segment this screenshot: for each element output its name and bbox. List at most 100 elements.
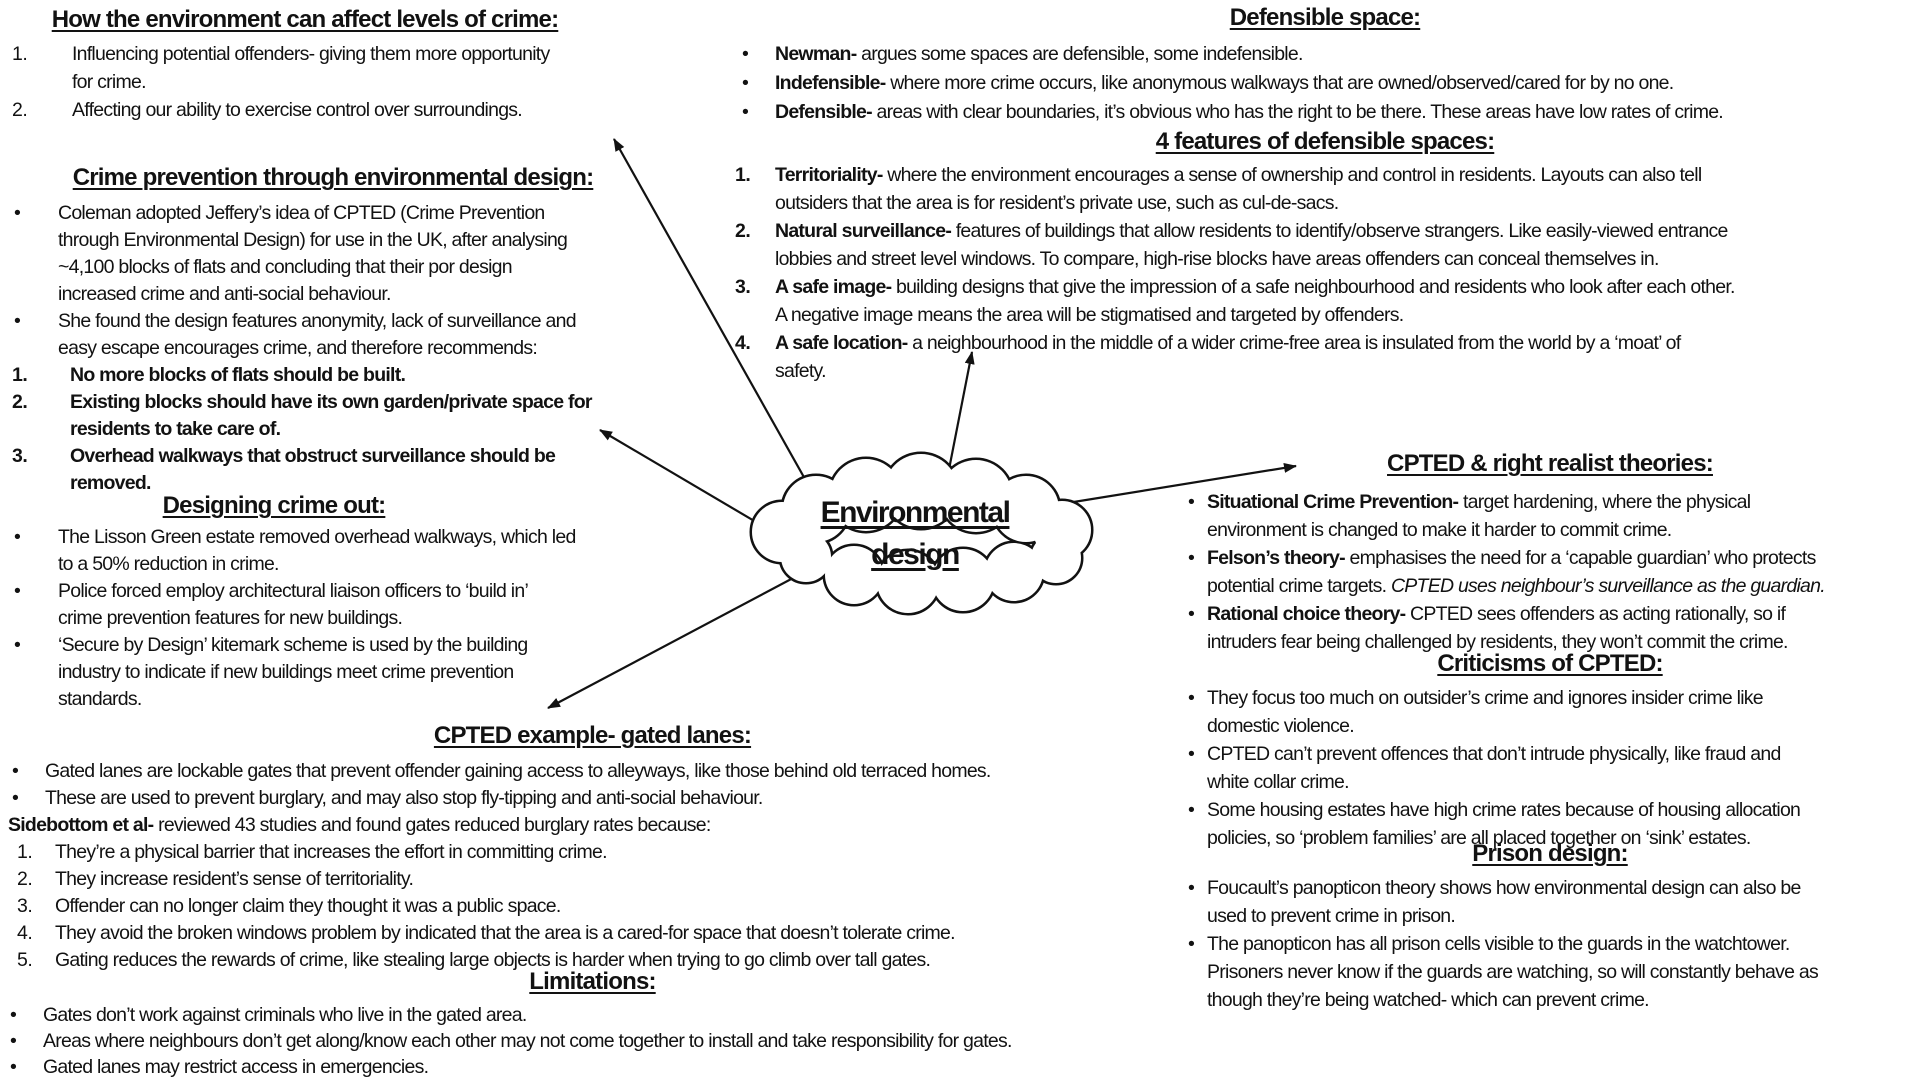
item-text: ‘Secure by Design’ kitemark scheme is us… (58, 634, 528, 710)
item-text: Offender can no longer claim they though… (55, 895, 561, 917)
definition: argues some spaces are defensible, some … (856, 43, 1303, 65)
item-text: No more blocks of flats should be built. (70, 364, 406, 386)
heading-prison: Prison design: (1472, 840, 1628, 867)
bullet-marker: • (14, 202, 21, 224)
item-text: Rational choice theory- CPTED sees offen… (1207, 600, 1788, 656)
lead-text: reviewed 43 studies and found gates redu… (153, 814, 711, 836)
definition: a neighbourhood in the middle of a wider… (775, 332, 1681, 382)
bullet-marker: • (1188, 799, 1195, 821)
term: Situational Crime Prevention- (1207, 491, 1459, 513)
item-text: They increase resident’s sense of territ… (55, 868, 414, 890)
item-text: Situational Crime Prevention- target har… (1207, 488, 1751, 544)
item-text: They focus too much on outsider’s crime … (1207, 687, 1764, 737)
term: Natural surveillance- (775, 220, 952, 242)
heading-limitations: Limitations: (529, 968, 656, 995)
term: Defensible- (775, 101, 873, 123)
item-text: Influencing potential offenders- giving … (72, 43, 550, 93)
emphasis-text: CPTED uses neighbour’s surveillance as t… (1390, 575, 1826, 597)
item-number: 2. (17, 868, 33, 890)
item-text: These are used to prevent burglary, and … (45, 787, 763, 809)
bullet-marker: • (1188, 933, 1195, 955)
item-number: 1. (735, 164, 751, 186)
bullet-marker: • (10, 1030, 17, 1052)
item-number: 3. (12, 445, 28, 467)
list-item: 4. They avoid the broken windows problem… (17, 920, 1197, 947)
term: Newman- (775, 43, 857, 65)
list-item: • They focus too much on outsider’s crim… (1188, 684, 1918, 740)
list-item: • Indefensible- where more crime occurs,… (742, 69, 1914, 98)
bullet-marker: • (14, 526, 21, 548)
list-item: • Foucault’s panopticon theory shows how… (1188, 874, 1918, 930)
item-text: Foucault’s panopticon theory shows how e… (1207, 877, 1801, 927)
list-item: 1. No more blocks of flats should be bui… (12, 362, 657, 389)
bullet-marker: • (1188, 547, 1195, 569)
list-item: 4. A safe location- a neighbourhood in t… (735, 329, 1915, 385)
heading-features: 4 features of defensible spaces: (1155, 128, 1495, 155)
list-item: • These are used to prevent burglary, an… (12, 785, 1192, 812)
item-text: Defensible- areas with clear boundaries,… (775, 98, 1724, 127)
list-item: • The Lisson Green estate removed overhe… (14, 524, 659, 578)
list-item: • The panopticon has all prison cells vi… (1188, 930, 1918, 1014)
item-number: 4. (17, 922, 33, 944)
list-item: • Gated lanes may restrict access in eme… (10, 1054, 1190, 1080)
heading-criticisms: Criticisms of CPTED: (1437, 650, 1663, 677)
item-text: A safe image- building designs that give… (775, 273, 1735, 329)
definition: building designs that give the impressio… (775, 276, 1735, 326)
bullet-marker: • (10, 1004, 17, 1026)
item-number: 3. (17, 895, 33, 917)
term: Felson’s theory- (1207, 547, 1346, 569)
item-number: 2. (12, 391, 28, 413)
item-text: Felson’s theory- emphasises the need for… (1207, 544, 1826, 600)
gated-reasons: 1. They’re a physical barrier that incre… (17, 839, 1197, 974)
heading-designing: Designing crime out: (162, 492, 387, 519)
definition: target hardening, where the physical env… (1207, 491, 1751, 541)
definition: areas with clear boundaries, it’s obviou… (871, 101, 1724, 123)
cpted-recommendations: 1. No more blocks of flats should be bui… (12, 362, 657, 497)
item-text: Newman- argues some spaces are defensibl… (775, 40, 1303, 69)
item-text: CPTED can’t prevent offences that don’t … (1207, 743, 1781, 793)
list-item: • Situational Crime Prevention- target h… (1188, 488, 1918, 544)
item-text: Existing blocks should have its own gard… (70, 391, 592, 440)
item-text: Territoriality- where the environment en… (775, 161, 1702, 217)
list-item: 3. Overhead walkways that obstruct surve… (12, 443, 657, 497)
bullet-marker: • (14, 580, 21, 602)
gated-lead-line: Sidebottom et al- reviewed 43 studies an… (8, 812, 711, 839)
definition: CPTED sees offenders as acting rationall… (1207, 603, 1788, 653)
term: A safe image- (775, 276, 892, 298)
heading-defensible: Defensible space: (1229, 4, 1421, 31)
study-name: Sidebottom et al- (8, 814, 154, 836)
list-item: 3. Offender can no longer claim they tho… (17, 893, 1197, 920)
item-number: 3. (735, 276, 751, 298)
list-item: • Some housing estates have high crime r… (1188, 796, 1918, 852)
criticisms-bullets: • They focus too much on outsider’s crim… (1188, 684, 1918, 852)
list-item: 2. Affecting our ability to exercise con… (12, 96, 657, 124)
item-text: Some housing estates have high crime rat… (1207, 799, 1801, 849)
defensible-bullets: • Newman- argues some spaces are defensi… (742, 40, 1914, 127)
term: A safe location- (775, 332, 908, 354)
item-text: Gates don’t work against criminals who l… (43, 1004, 527, 1026)
list-item: • Felson’s theory- emphasises the need f… (1188, 544, 1918, 600)
bullet-marker: • (14, 634, 21, 656)
list-item: 3. A safe image- building designs that g… (735, 273, 1915, 329)
item-number: 4. (735, 332, 751, 354)
bullet-marker: • (14, 310, 21, 332)
heading-cpted: Crime prevention through environmental d… (72, 164, 594, 191)
heading-theories: CPTED & right realist theories: (1387, 450, 1714, 477)
item-text: Gated lanes are lockable gates that prev… (45, 760, 991, 782)
bullet-marker: • (742, 72, 749, 94)
bullet-marker: • (12, 760, 19, 782)
list-item: 2. They increase resident’s sense of ter… (17, 866, 1197, 893)
prison-bullets: • Foucault’s panopticon theory shows how… (1188, 874, 1918, 1014)
list-item: 5. Gating reduces the rewards of crime, … (17, 947, 1197, 974)
item-number: 1. (17, 841, 33, 863)
features-list: 1. Territoriality- where the environment… (735, 161, 1915, 385)
definition: where more crime occurs, like anonymous … (885, 72, 1674, 94)
designing-bullets: • The Lisson Green estate removed overhe… (14, 524, 659, 713)
heading-affect: How the environment can affect levels of… (51, 6, 559, 33)
item-text: Overhead walkways that obstruct surveill… (70, 445, 556, 494)
definition: where the environment encourages a sense… (775, 164, 1702, 214)
bullet-marker: • (1188, 491, 1195, 513)
list-item: • Gated lanes are lockable gates that pr… (12, 758, 1192, 785)
theories-bullets: • Situational Crime Prevention- target h… (1188, 488, 1918, 656)
